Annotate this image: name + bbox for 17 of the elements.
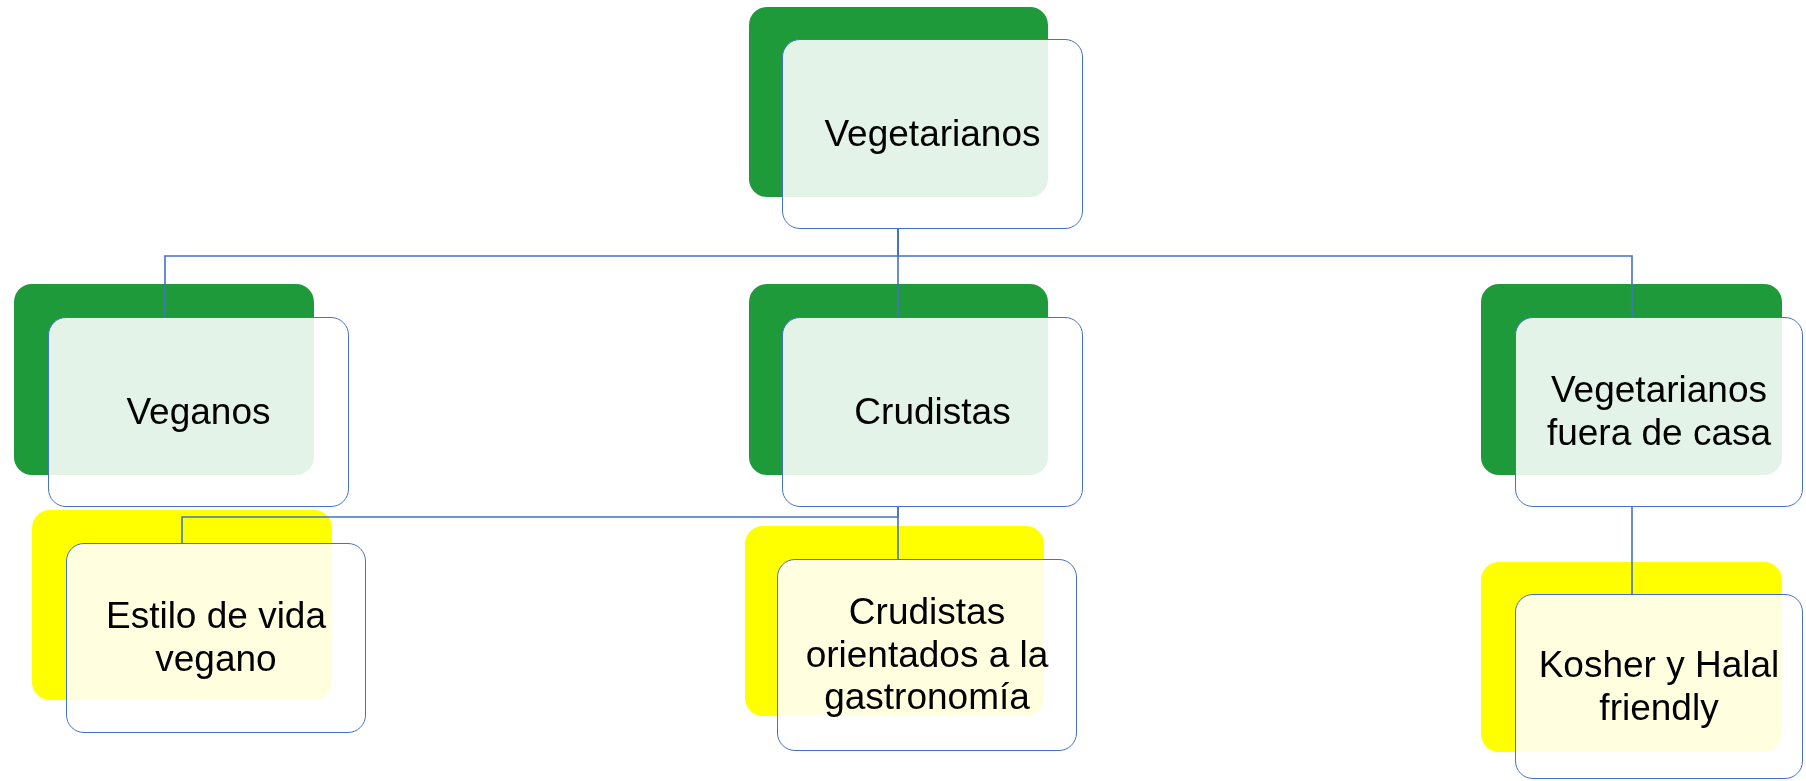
org-chart-box xyxy=(777,559,1077,751)
org-chart-box xyxy=(66,543,366,733)
org-chart-box xyxy=(1515,594,1803,779)
box-label: Kosher y Halal friendly xyxy=(1537,643,1781,730)
box-label: Crudistas xyxy=(854,390,1011,434)
connector-line xyxy=(1631,506,1633,595)
org-chart-box xyxy=(1515,317,1803,507)
box-label: Vegetarianos xyxy=(824,112,1041,156)
box-label: Crudistas orientados a la gastronomía xyxy=(804,591,1050,719)
box-label: Estilo de vida vegano xyxy=(104,595,328,681)
connector-line xyxy=(897,506,899,560)
org-chart-box xyxy=(782,39,1083,229)
connector-line xyxy=(897,228,1633,318)
box-label: Vegetarianos fuera de casa xyxy=(1545,369,1773,455)
org-chart-box xyxy=(782,317,1083,507)
box-label: Veganos xyxy=(126,390,271,434)
org-chart-box xyxy=(48,317,349,507)
